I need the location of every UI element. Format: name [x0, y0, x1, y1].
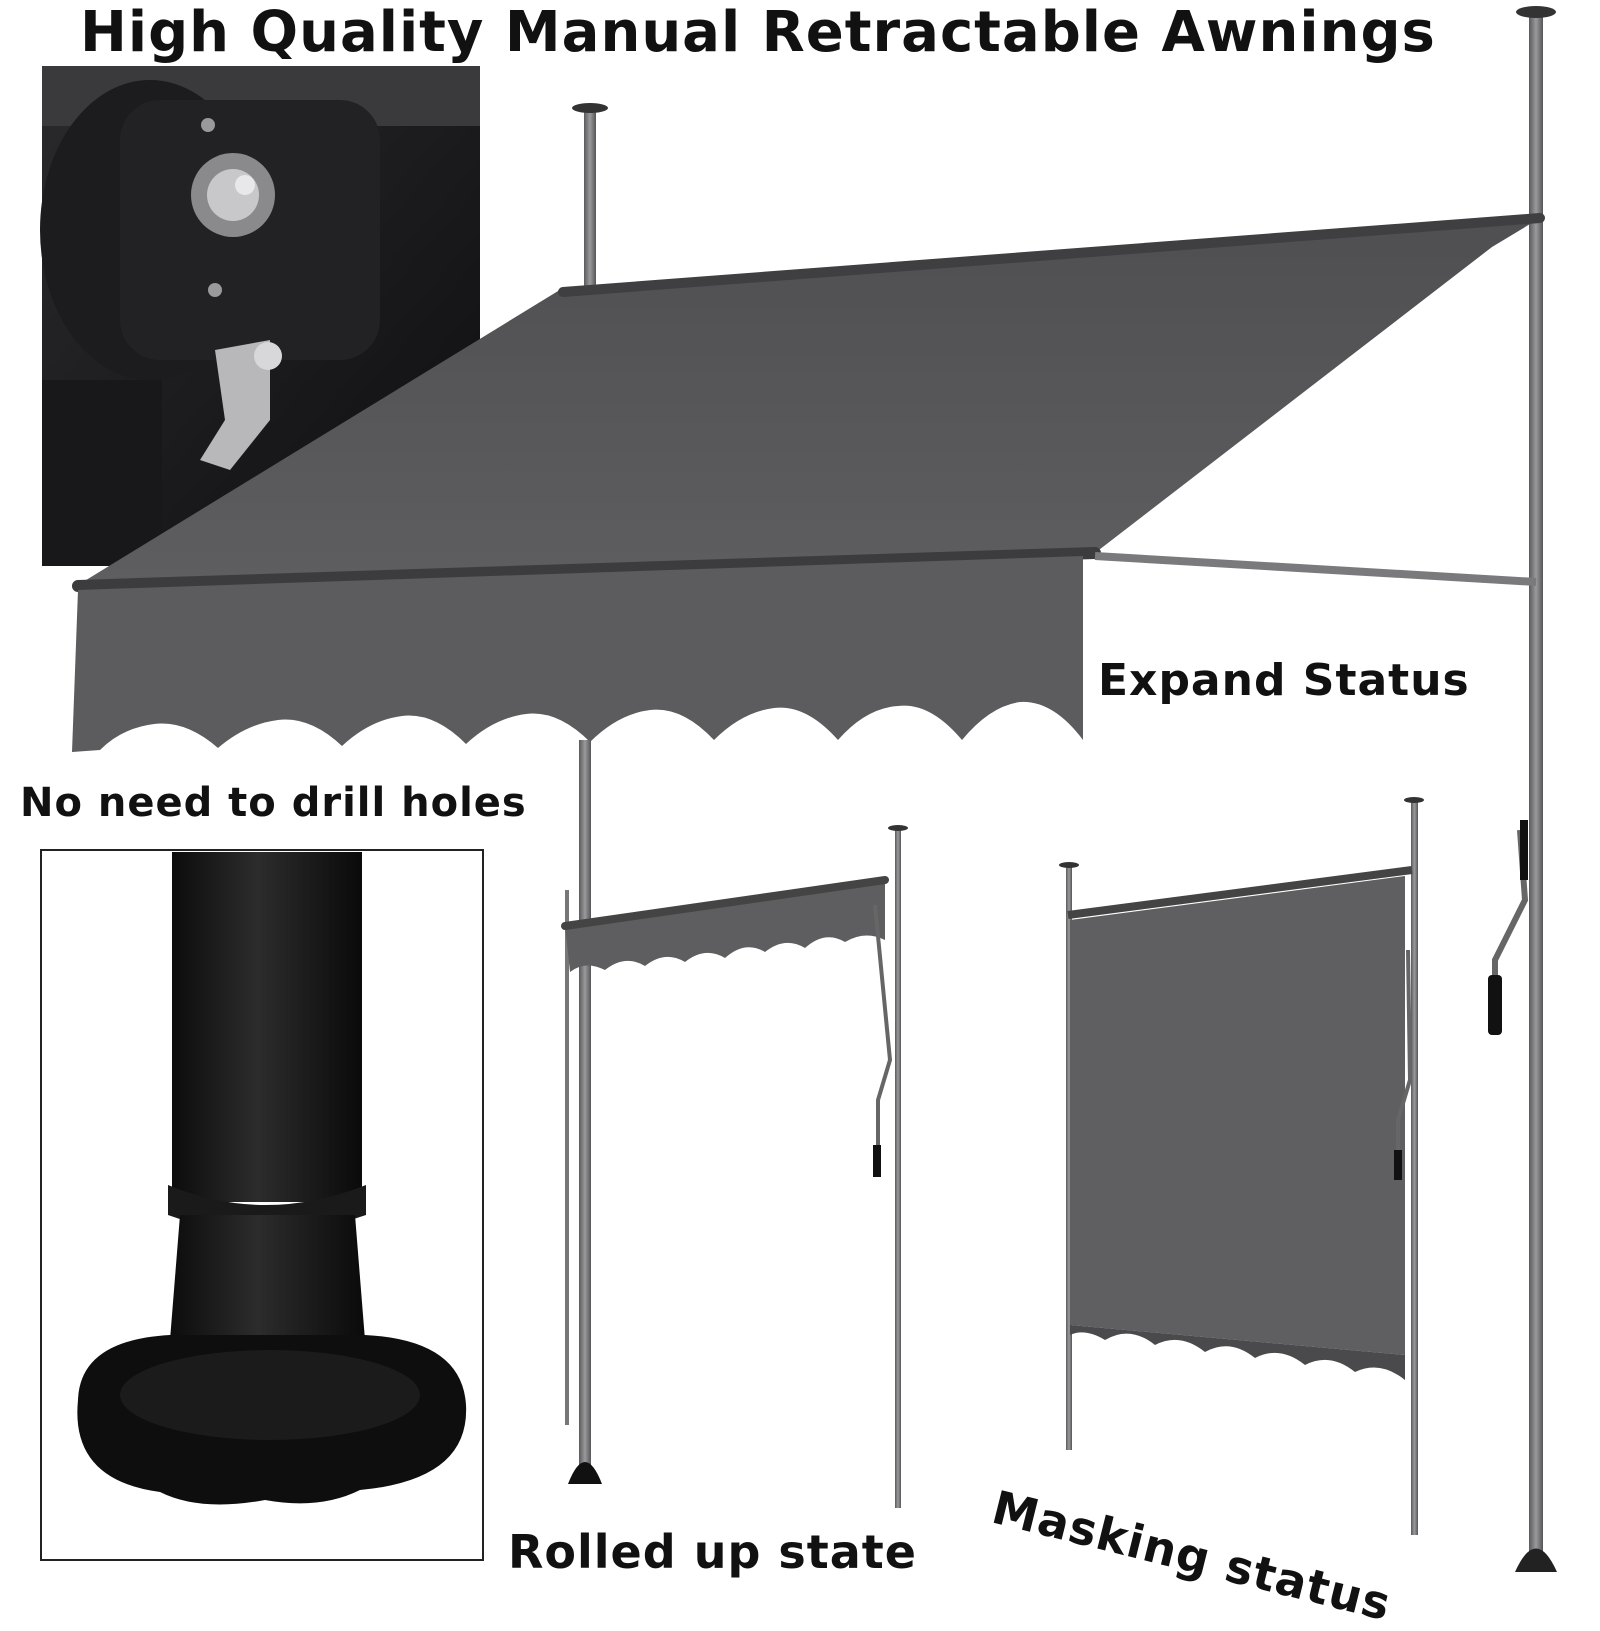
bracket-closeup-photo [40, 66, 480, 566]
rolled-up-awning [561, 825, 908, 1508]
no-drill-label: No need to drill holes [20, 780, 527, 826]
foot-closeup-photo [40, 849, 484, 1561]
expanded-awning [72, 6, 1557, 1572]
expand-status-label: Expand Status [1098, 655, 1470, 706]
masking-awning [1059, 797, 1424, 1535]
rolled-up-label: Rolled up state [508, 1525, 917, 1579]
page-title: High Quality Manual Retractable Awnings [80, 0, 1436, 65]
